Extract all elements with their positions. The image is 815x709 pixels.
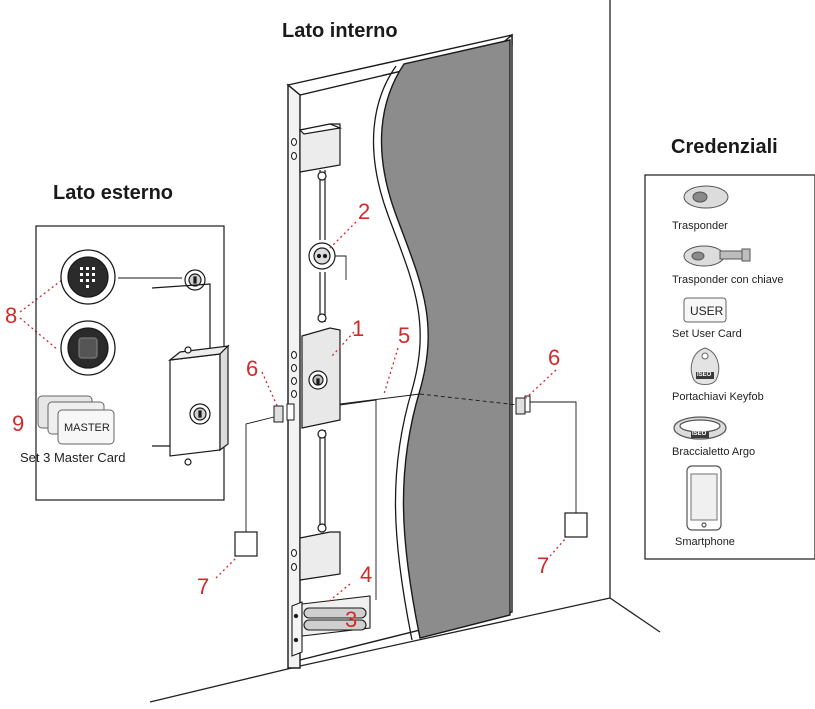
inside-side-heading: Lato interno: [282, 20, 398, 42]
door-panel-edge: [372, 65, 421, 641]
keyfob-brand: ISEO: [697, 372, 712, 378]
frame-holes: [291, 138, 297, 571]
room-lines: [149, 0, 661, 703]
junction-box-right: [564, 512, 588, 538]
transponder-key-icon: [683, 245, 751, 267]
callout-6-right: 6: [548, 345, 561, 370]
keyfob-icon: [690, 347, 720, 385]
callout-6-left: 6: [246, 356, 259, 381]
callout-9: 9: [12, 411, 25, 436]
bracelet-brand: ISEO: [692, 431, 707, 437]
battery-pack: [291, 595, 371, 657]
lower-bolt-box: [299, 531, 341, 581]
transponder-icon: [683, 185, 729, 209]
master-card-caption: Set 3 Master Card: [20, 450, 126, 465]
callout-8: 8: [5, 303, 18, 328]
sensor-left: [273, 403, 295, 423]
callout-leaders: [19, 221, 567, 603]
callout-1: 1: [352, 316, 365, 341]
credential-label-transponder-key: Trasponder con chiave: [672, 274, 784, 286]
credential-label-keyfob: Portachiavi Keyfob: [672, 391, 764, 403]
sensor-right: [515, 395, 531, 415]
inner-reader: [308, 242, 347, 280]
user-card-icon: [683, 297, 727, 323]
credential-label-bracelet: Braccialetto Argo: [672, 446, 756, 458]
master-card-text: MASTER: [64, 422, 110, 434]
door-panel: [380, 39, 511, 639]
callout-7-right: 7: [537, 553, 550, 578]
keypad-reader: [60, 249, 116, 305]
main-lock-body: [301, 327, 341, 429]
callout-4: 4: [360, 562, 373, 587]
credentials-panel-frame: [644, 174, 815, 560]
junction-box-left: [234, 531, 258, 557]
wiring: [245, 393, 577, 600]
bracelet-icon: [673, 416, 727, 440]
outside-side-heading: Lato esterno: [53, 182, 174, 204]
credential-label-smartphone: Smartphone: [675, 536, 735, 548]
callout-5: 5: [398, 323, 411, 348]
smartphone-icon: [686, 465, 722, 531]
callout-3: 3: [345, 607, 358, 632]
round-reader: [60, 320, 116, 376]
callout-2: 2: [358, 199, 371, 224]
upper-bolt-box: [298, 123, 343, 173]
credential-label-transponder: Trasponder: [672, 220, 728, 232]
locking-rods: [317, 170, 327, 533]
credentials-heading: Credenziali: [671, 136, 778, 158]
user-card-text: USER: [690, 304, 724, 318]
credential-label-user-card: Set User Card: [672, 328, 742, 340]
outside-lock-leaf: [151, 283, 230, 466]
callout-7-left: 7: [197, 574, 210, 599]
master-cards: [37, 395, 115, 445]
